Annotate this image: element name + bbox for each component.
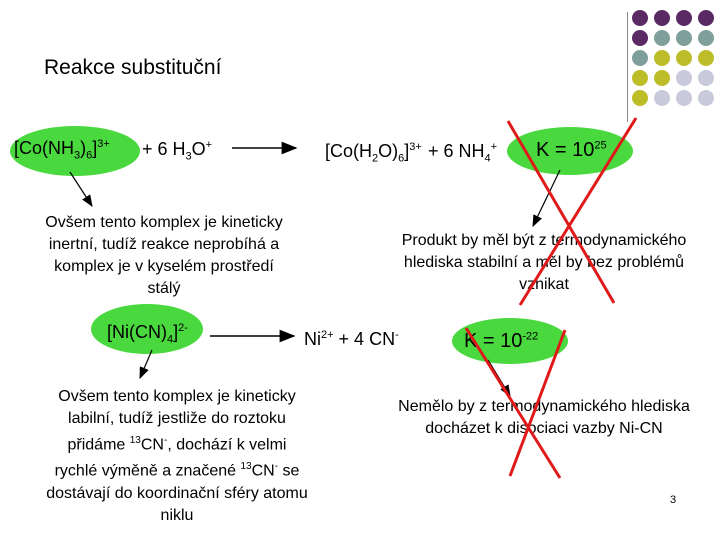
reaction1-product-add: + 6 NH4+ xyxy=(428,141,498,165)
decor-dot xyxy=(676,90,692,106)
decor-dot xyxy=(632,50,648,66)
pointer-arrow-4 xyxy=(487,359,511,398)
note-stable-product: Produkt by měl být z termodynamického hl… xyxy=(401,232,687,293)
decor-dot xyxy=(632,70,648,86)
pointer-arrow-3 xyxy=(139,349,153,380)
decor-dot xyxy=(632,90,648,106)
reactant-ellipse-2 xyxy=(91,304,203,354)
decor-dot xyxy=(632,10,648,26)
decor-dot xyxy=(676,10,692,26)
k-value-1: K = 1025 xyxy=(536,139,607,161)
decor-dot xyxy=(698,70,714,86)
decor-dot xyxy=(698,10,714,26)
pointer-arrow-2 xyxy=(532,169,561,228)
decor-dot xyxy=(654,90,670,106)
decor-dot xyxy=(698,50,714,66)
decor-dot xyxy=(698,30,714,46)
decor-dot xyxy=(654,10,670,26)
note-inert: Ovšem tento komplex je kineticky inertní… xyxy=(45,214,283,297)
reactant-ellipse-1 xyxy=(10,126,140,176)
decor-dot xyxy=(654,50,670,66)
reaction1-reactant: [Co(NH3)6]3+ xyxy=(14,138,110,162)
decor-dot xyxy=(676,70,692,86)
slide-title: Reakce substituční xyxy=(44,56,222,79)
note-labile: Ovšem tento komplex je kineticky labilní… xyxy=(46,388,308,524)
page-number: 3 xyxy=(670,494,677,506)
decor-dot xyxy=(632,30,648,46)
decor-dot xyxy=(676,50,692,66)
pointer-arrow-1 xyxy=(69,171,93,208)
k-value-2: K = 10-22 xyxy=(464,330,539,352)
decor-dot xyxy=(654,70,670,86)
decor-dot xyxy=(654,30,670,46)
reaction1-product: [Co(H2O)6]3+ xyxy=(325,141,422,165)
decor-dot xyxy=(676,30,692,46)
decor-dot-grid xyxy=(632,10,714,106)
note-no-dissociation: Nemělo by z termodynamického hlediska do… xyxy=(398,398,690,437)
decor-line xyxy=(627,12,628,122)
reaction1-reactant-add: + 6 H3O+ xyxy=(142,139,213,163)
decor-dot xyxy=(698,90,714,106)
reaction2-reactant: [Ni(CN)4]2- xyxy=(107,322,188,346)
reaction2-products: Ni2+ + 4 CN- xyxy=(304,329,399,349)
